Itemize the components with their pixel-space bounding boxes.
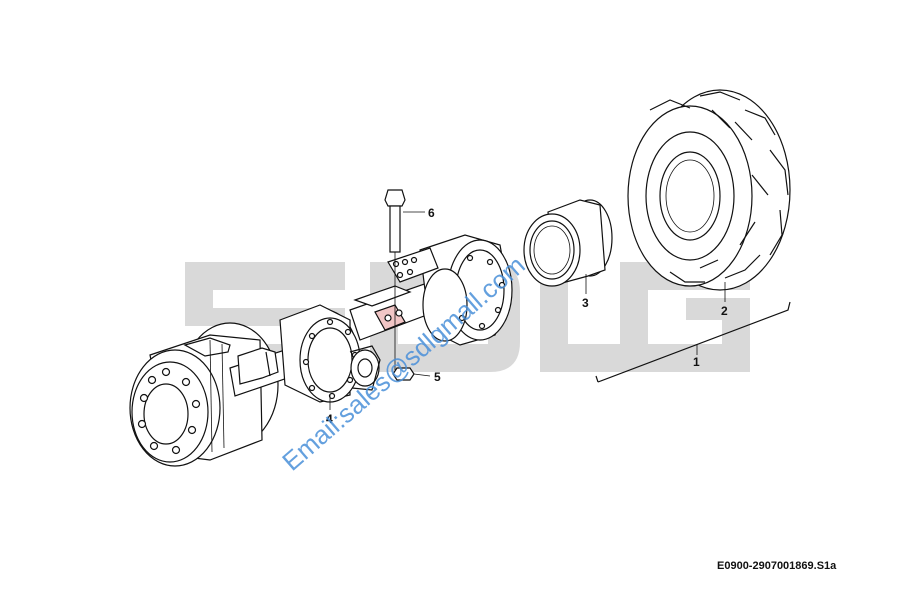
- right-hub-bolts: [458, 254, 506, 330]
- left-wheel-hub: [129, 322, 279, 467]
- callout-4: 4: [326, 412, 333, 426]
- callout-5: 5: [434, 370, 441, 384]
- differential-housing: [279, 304, 381, 403]
- callout-1: 1: [693, 355, 700, 369]
- callout-6: 6: [428, 206, 435, 220]
- bolt: [384, 189, 406, 370]
- right-wheel-hub: [387, 234, 513, 346]
- hub-bolts: [137, 367, 201, 455]
- rim: [523, 199, 613, 287]
- leader-lines: [329, 211, 791, 410]
- diagram-code: E0900-2907001869.S1a: [717, 560, 837, 572]
- flange-bolts: [302, 318, 359, 400]
- callout-2: 2: [721, 304, 728, 318]
- tire: [627, 89, 791, 291]
- nut: [392, 367, 415, 381]
- tire-tread: [649, 91, 789, 283]
- callout-3: 3: [582, 296, 589, 310]
